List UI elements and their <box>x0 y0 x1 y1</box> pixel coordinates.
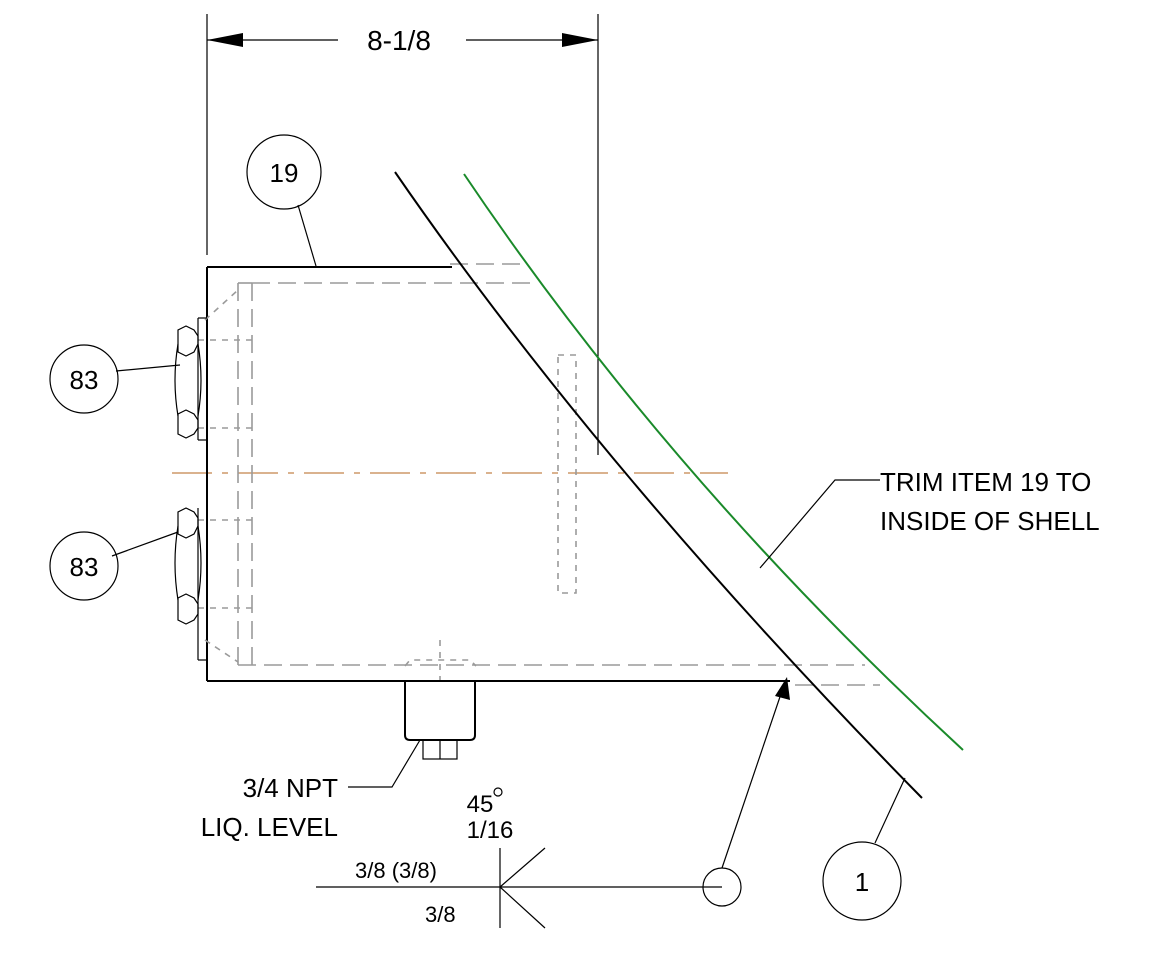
npt-note: 3/4 NPT LIQ. LEVEL <box>201 739 421 842</box>
weld-fillet-other-side <box>499 886 546 929</box>
trim-note-line1: TRIM ITEM 19 TO <box>880 467 1091 497</box>
hidden-lines <box>198 263 880 686</box>
npt-note-line1: 3/4 NPT <box>243 773 338 803</box>
balloon-19: 19 <box>246 134 322 267</box>
item-19-block <box>206 266 790 682</box>
dimension-arrow-left <box>207 33 243 47</box>
coupling-body <box>404 681 476 741</box>
leader-19 <box>297 204 317 267</box>
weld-symbol: 45 1/16 3/8 (3/8) 3/8 <box>316 677 790 929</box>
weld-fillet-arrow-side <box>499 847 546 888</box>
hex-nut-top <box>174 317 207 441</box>
hidden-coupling-top <box>404 659 477 667</box>
dimension-arrow-right <box>562 33 598 47</box>
trim-note-line2: INSIDE OF SHELL <box>880 506 1100 536</box>
shell-outside-line <box>394 171 923 799</box>
balloon-text: 1 <box>855 867 869 897</box>
weld-arrow-leader <box>721 681 786 869</box>
trim-note: TRIM ITEM 19 TO INSIDE OF SHELL <box>759 467 1100 569</box>
leader-1 <box>874 777 906 844</box>
weld-arrow-head <box>775 677 790 700</box>
leader-83-bottom <box>111 531 179 557</box>
npt-note-leader <box>348 739 421 788</box>
balloon-83-top: 83 <box>49 344 181 414</box>
weld-angle: 45 <box>467 791 494 818</box>
degree-mark <box>493 787 503 797</box>
weld-other-side-size: 3/8 <box>425 902 456 927</box>
npt-note-line2: LIQ. LEVEL <box>201 812 338 842</box>
balloon-1: 1 <box>822 777 906 921</box>
npt-coupling <box>404 681 476 760</box>
balloon-83-bottom: 83 <box>49 531 179 601</box>
hidden-slot <box>557 354 577 594</box>
dimension-text: 8-1/8 <box>367 25 431 56</box>
trim-note-leader <box>759 479 880 569</box>
leader-83-top <box>115 364 181 372</box>
balloon-text: 19 <box>270 158 299 188</box>
weld-arrow-side-size: 3/8 (3/8) <box>355 858 437 883</box>
balloon-text: 83 <box>70 365 99 395</box>
weld-root-opening: 1/16 <box>467 817 514 844</box>
overall-width-dimension: 8-1/8 <box>206 14 599 455</box>
shell-inside-line <box>463 173 964 751</box>
hex-nut-bottom <box>174 507 207 661</box>
balloon-text: 83 <box>70 552 99 582</box>
